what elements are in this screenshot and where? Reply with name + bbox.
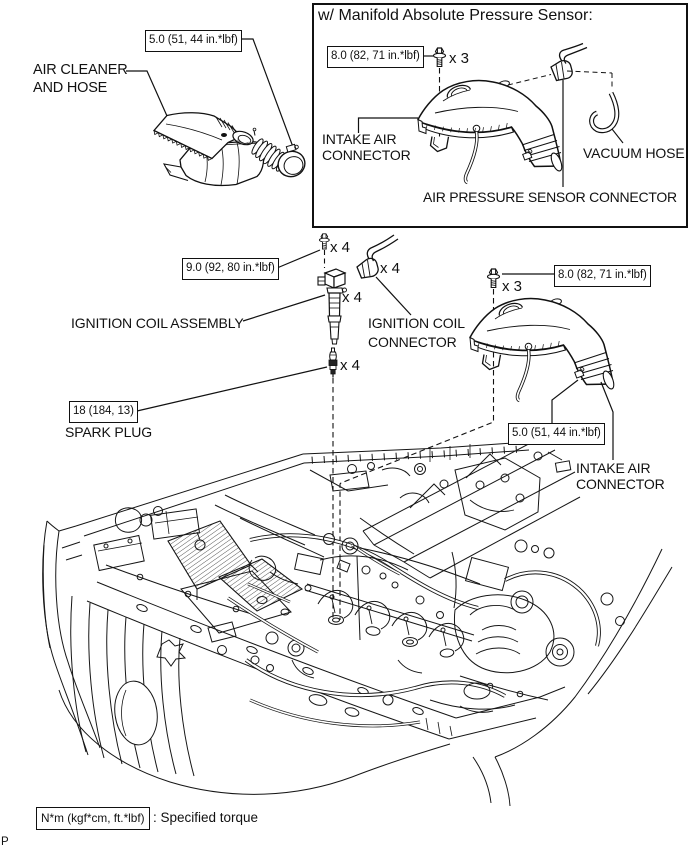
coil-connector-count: x 4 [380,260,401,277]
air-cleaner-drawing [126,38,306,187]
torque-box-connector-bolt: 8.0 (82, 71 in.*lbf) [554,265,651,287]
vacuum-hose-label: VACUUM HOSE [583,145,685,161]
connector-bolt-count: x 3 [502,278,523,295]
coil-bolt-count: x 4 [330,239,351,256]
dashed-line [339,289,495,620]
leader-line [600,381,614,460]
torque-box-spark-plug: 18 (184, 13) [69,401,138,423]
coil-connector-icon [356,234,399,279]
torque-key-box: N*m (kgf*cm, ft.*lbf) [36,807,150,830]
dashed-line [507,74,552,86]
leader-line [276,249,321,269]
ignition-coil-connector-label: IGNITION COIL CONNECTOR [368,315,465,350]
page-marker: P [1,836,9,848]
inset-bolt-count: x 3 [449,50,470,67]
torque-box-air-cleaner: 5.0 (51, 44 in.*lbf) [145,30,242,52]
leader-line [375,276,412,316]
inset-intake-air-connector-label: INTAKE AIR CONNECTOR [322,131,411,163]
air-cleaner-label: AIR CLEANER AND HOSE [33,62,128,96]
spark-plug-count: x 4 [340,357,361,374]
bolt-icon [486,268,501,289]
coil-group [136,233,412,620]
bolt-icon [318,233,330,250]
dashed-line [566,70,613,74]
leader-line [611,128,624,144]
intake-air-connector-drawing [468,296,618,403]
right-connector-group [339,268,618,620]
intake-air-connector-label: INTAKE AIR CONNECTOR [576,460,665,492]
leader-line [136,366,328,412]
spark-plug-icon [328,347,338,378]
inset-title: w/ Manifold Absolute Pressure Sensor: [318,7,593,24]
vacuum-hose-icon [589,91,620,134]
engine-bay-drawing [42,437,673,807]
inset-drawing [357,42,624,187]
bolt-icon [432,47,447,68]
coil-count: x 4 [342,289,363,306]
sensor-connector-icon [550,42,588,82]
air-pressure-sensor-connector-label: AIR PRESSURE SENSOR CONNECTOR [423,189,677,205]
leader-line [242,294,326,322]
leader-line [237,38,294,148]
inset-frame [312,3,688,228]
leader-line [551,379,579,423]
spark-plug-label: SPARK PLUG [65,424,152,440]
torque-box-inset-bolt: 8.0 (82, 71 in.*lbf) [327,46,424,68]
intake-air-connector-drawing [416,78,566,185]
torque-box-connector-clamp: 5.0 (51, 44 in.*lbf) [508,423,605,445]
ignition-coil-assembly-label: IGNITION COIL ASSEMBLY [71,315,244,331]
leader-line [357,117,418,133]
torque-box-coil-bolt: 9.0 (92, 80 in.*lbf) [182,258,279,280]
leader-line [126,70,168,117]
ignition-coil-icon [317,268,347,345]
torque-key-description: : Specified torque [153,810,259,825]
